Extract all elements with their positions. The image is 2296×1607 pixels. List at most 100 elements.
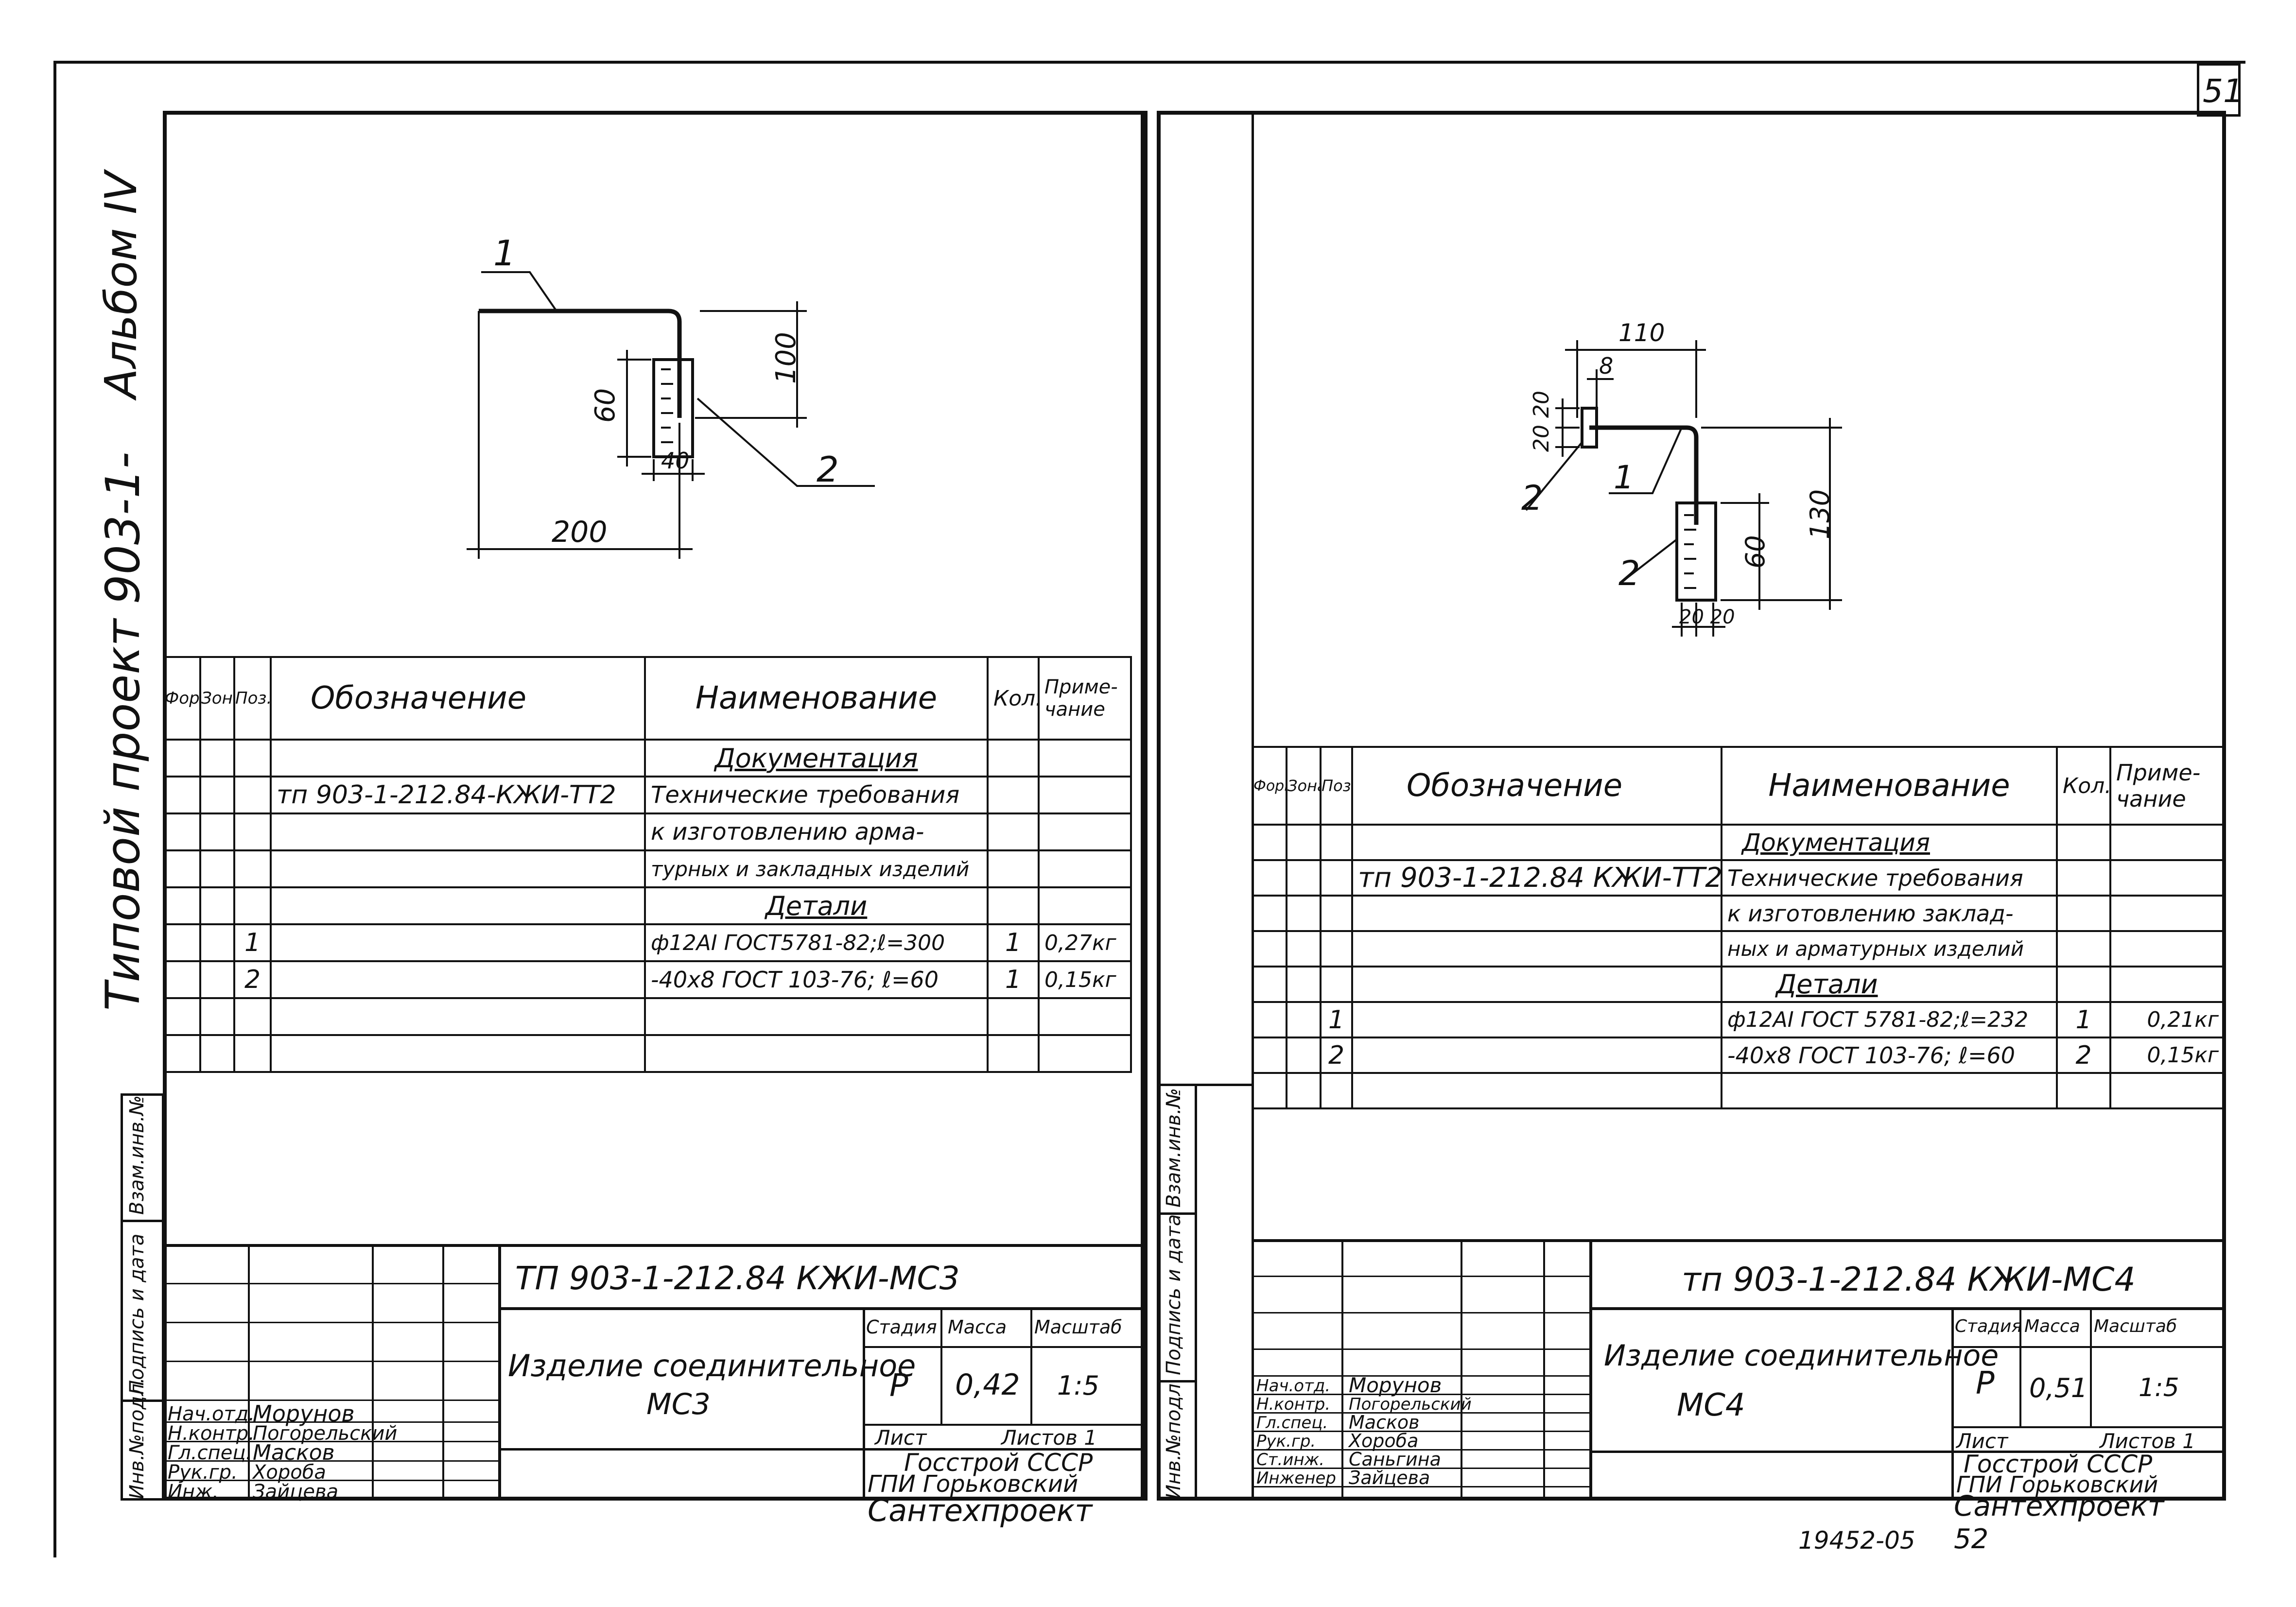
right-tb-top-rule bbox=[1252, 1239, 2226, 1242]
right-spec-name: ф12АI ГОСТ 5781-82;ℓ=232 bbox=[1721, 1001, 2058, 1038]
table-row: Детали bbox=[163, 886, 1132, 925]
left-scale-label: Масштаб bbox=[1034, 1316, 1122, 1338]
left-spec-name: Технические требования bbox=[644, 776, 989, 814]
right-staff-row bbox=[1252, 1412, 1589, 1414]
left-staff-row bbox=[163, 1322, 498, 1323]
right-staff-name: Саньгина bbox=[1349, 1449, 1441, 1470]
right-spec-note: 0,21кг bbox=[2109, 1001, 2226, 1038]
right-item-mark: МС4 bbox=[1677, 1387, 1745, 1423]
right-tb-code-rule bbox=[1589, 1307, 2226, 1310]
table-row: ных и арматурных изделий bbox=[1252, 930, 2226, 968]
right-spec-section-details: Детали bbox=[1721, 966, 2058, 1003]
left-staff-row bbox=[163, 1480, 498, 1481]
left-mass-label: Масса bbox=[948, 1316, 1007, 1338]
right-spec-note: 0,15кг bbox=[2109, 1037, 2226, 1074]
right-tb-vrule bbox=[1589, 1239, 1592, 1501]
left-staff-col bbox=[372, 1244, 374, 1501]
right-sheet-label: Лист bbox=[1956, 1429, 2008, 1453]
left-sheets-label: Листов 1 bbox=[1001, 1426, 1097, 1450]
right-staff-col bbox=[1341, 1239, 1343, 1501]
left-staff-name: Зайцева bbox=[253, 1481, 339, 1503]
right-sheets-label: Листов 1 bbox=[2100, 1429, 2195, 1453]
right-dim-8: 8 bbox=[1599, 353, 1614, 379]
right-spec-name: -40х8 ГОСТ 103-76; ℓ=60 bbox=[1721, 1037, 2058, 1074]
left-tb-stage-col bbox=[1030, 1307, 1032, 1424]
left-spec-section-details: Детали bbox=[644, 886, 989, 925]
footer-page: 52 bbox=[1954, 1523, 1989, 1555]
right-staff-role: Ст.инж. bbox=[1256, 1450, 1325, 1469]
right-staff-row bbox=[1252, 1431, 1589, 1432]
right-hdr-name: Наименование bbox=[1721, 746, 2058, 826]
right-staff-row bbox=[1252, 1312, 1589, 1313]
right-tb-stage-col bbox=[2090, 1307, 2092, 1426]
table-row: Детали bbox=[1252, 966, 2226, 1003]
right-tb-org-rule bbox=[1589, 1451, 2226, 1453]
left-tb-vrule bbox=[498, 1244, 501, 1501]
right-hdr-qty: Кол. bbox=[2056, 746, 2111, 826]
left-tb-stage-row2 bbox=[863, 1424, 1145, 1426]
table-row bbox=[1252, 1072, 2226, 1109]
left-hdr-name: Наименование bbox=[644, 656, 989, 741]
left-hdr-zone: Зона bbox=[199, 656, 235, 741]
left-spec-table: Форм. Зона Поз. Обозначение Наименование… bbox=[163, 656, 1132, 1073]
left-spec-note: 0,27кг bbox=[1038, 923, 1132, 962]
left-staff-role: Инж. bbox=[168, 1481, 219, 1503]
sheet-number-box bbox=[2197, 63, 2241, 117]
left-staff-row bbox=[163, 1361, 498, 1362]
left-doc-code: ТП 903-1-212.84 КЖИ-МС3 bbox=[515, 1260, 960, 1297]
left-sheet-label: Лист bbox=[875, 1426, 927, 1450]
left-dim-200: 200 bbox=[552, 515, 608, 549]
left-dim-40: 40 bbox=[661, 448, 690, 474]
right-staff-role: Гл.спец. bbox=[1256, 1413, 1328, 1433]
left-item-name: Изделие соединительное bbox=[508, 1348, 916, 1383]
left-pos-2-label: 2 bbox=[817, 449, 839, 490]
left-tb-stage-row1 bbox=[863, 1346, 1145, 1348]
left-spec-name: ф12АI ГОСТ5781-82;ℓ=300 bbox=[644, 923, 989, 962]
left-spec-qty: 1 bbox=[987, 960, 1040, 999]
right-dim-130: 130 bbox=[1805, 489, 1835, 539]
left-spec-pos: 1 bbox=[233, 923, 272, 962]
table-row bbox=[163, 997, 1132, 1036]
table-row: Документация bbox=[163, 739, 1132, 778]
right-staff-name: Морунов bbox=[1349, 1373, 1442, 1397]
right-staff-row bbox=[1252, 1375, 1589, 1377]
left-tb-code-rule bbox=[498, 1307, 1145, 1310]
right-staff-name: Зайцева bbox=[1349, 1467, 1430, 1488]
left-hdr-form: Форм. bbox=[163, 656, 201, 741]
right-side-stamp-rule bbox=[1157, 1380, 1196, 1382]
right-spec-qty: 2 bbox=[2056, 1037, 2111, 1074]
right-pos-1-label: 1 bbox=[1614, 459, 1634, 496]
left-side-stamp-rule bbox=[121, 1400, 164, 1402]
table-row: к изготовлению арма- bbox=[163, 812, 1132, 851]
right-tb-stage-row2 bbox=[1951, 1426, 2226, 1428]
left-staff-row bbox=[163, 1283, 498, 1284]
right-staff-role: Нач.отд. bbox=[1256, 1376, 1331, 1396]
right-staff-row bbox=[1252, 1449, 1589, 1451]
right-side-stamp-rule bbox=[1195, 1084, 1197, 1501]
right-hdr-form: Формат bbox=[1252, 746, 1287, 826]
right-staff-role: Инженер bbox=[1256, 1469, 1336, 1488]
left-hdr-note: Приме-чание bbox=[1038, 656, 1132, 741]
right-doc-code: тп 903-1-212.84 КЖИ-МС4 bbox=[1682, 1261, 2136, 1299]
right-staff-role: Н.контр. bbox=[1256, 1395, 1331, 1414]
left-staff-name: Хороба bbox=[253, 1461, 326, 1484]
footer-code: 19452-05 bbox=[1798, 1526, 1915, 1555]
left-pos-1-label: 1 bbox=[493, 233, 516, 274]
right-dim-110: 110 bbox=[1618, 319, 1665, 347]
right-dim-20-20-top: 20 20 bbox=[1529, 391, 1554, 452]
left-scale-value: 1:5 bbox=[1057, 1370, 1099, 1401]
right-stage-label: Стадия bbox=[1955, 1316, 2022, 1336]
right-staff-row bbox=[1252, 1348, 1589, 1350]
right-spec-designation: тп 903-1-212.84 КЖИ-ТТ2 bbox=[1351, 859, 1722, 897]
left-staff-name: Погорельский bbox=[253, 1422, 398, 1445]
left-tb-org-rule bbox=[498, 1448, 1145, 1451]
right-mass-value: 0,51 bbox=[2029, 1373, 2088, 1403]
right-staff-role: Рук.гр. bbox=[1256, 1432, 1316, 1451]
table-row: Документация bbox=[1252, 824, 2226, 861]
left-side-stamp-rule bbox=[121, 1220, 164, 1222]
